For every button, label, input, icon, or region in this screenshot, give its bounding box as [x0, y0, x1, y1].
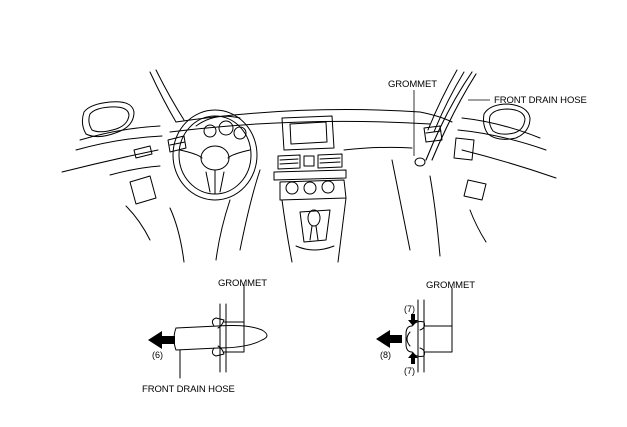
step-7-label-top: (7): [404, 304, 415, 314]
vehicle-interior-drawing: [61, 69, 557, 263]
front-drain-hose-top-view: [425, 71, 477, 161]
pull-direction-arrow-right: [376, 330, 402, 348]
left-grommet-label: GROMMET: [218, 278, 267, 289]
detail-left-drawing: [173, 283, 268, 379]
press-arrow-bottom: [408, 352, 418, 364]
step-7-label-bottom: (7): [404, 366, 415, 376]
top-front-drain-hose-label: FRONT DRAIN HOSE: [494, 95, 587, 106]
press-arrow-top: [408, 314, 418, 326]
step-8-label: (8): [380, 350, 391, 360]
left-front-drain-hose-label: FRONT DRAIN HOSE: [142, 384, 235, 395]
top-view-leaders: [413, 90, 490, 156]
right-grommet-label: GROMMET: [426, 280, 475, 291]
top-grommet-label: GROMMET: [388, 79, 437, 90]
step-6-label: (6): [152, 350, 163, 360]
pull-direction-arrow-left: [148, 331, 175, 349]
